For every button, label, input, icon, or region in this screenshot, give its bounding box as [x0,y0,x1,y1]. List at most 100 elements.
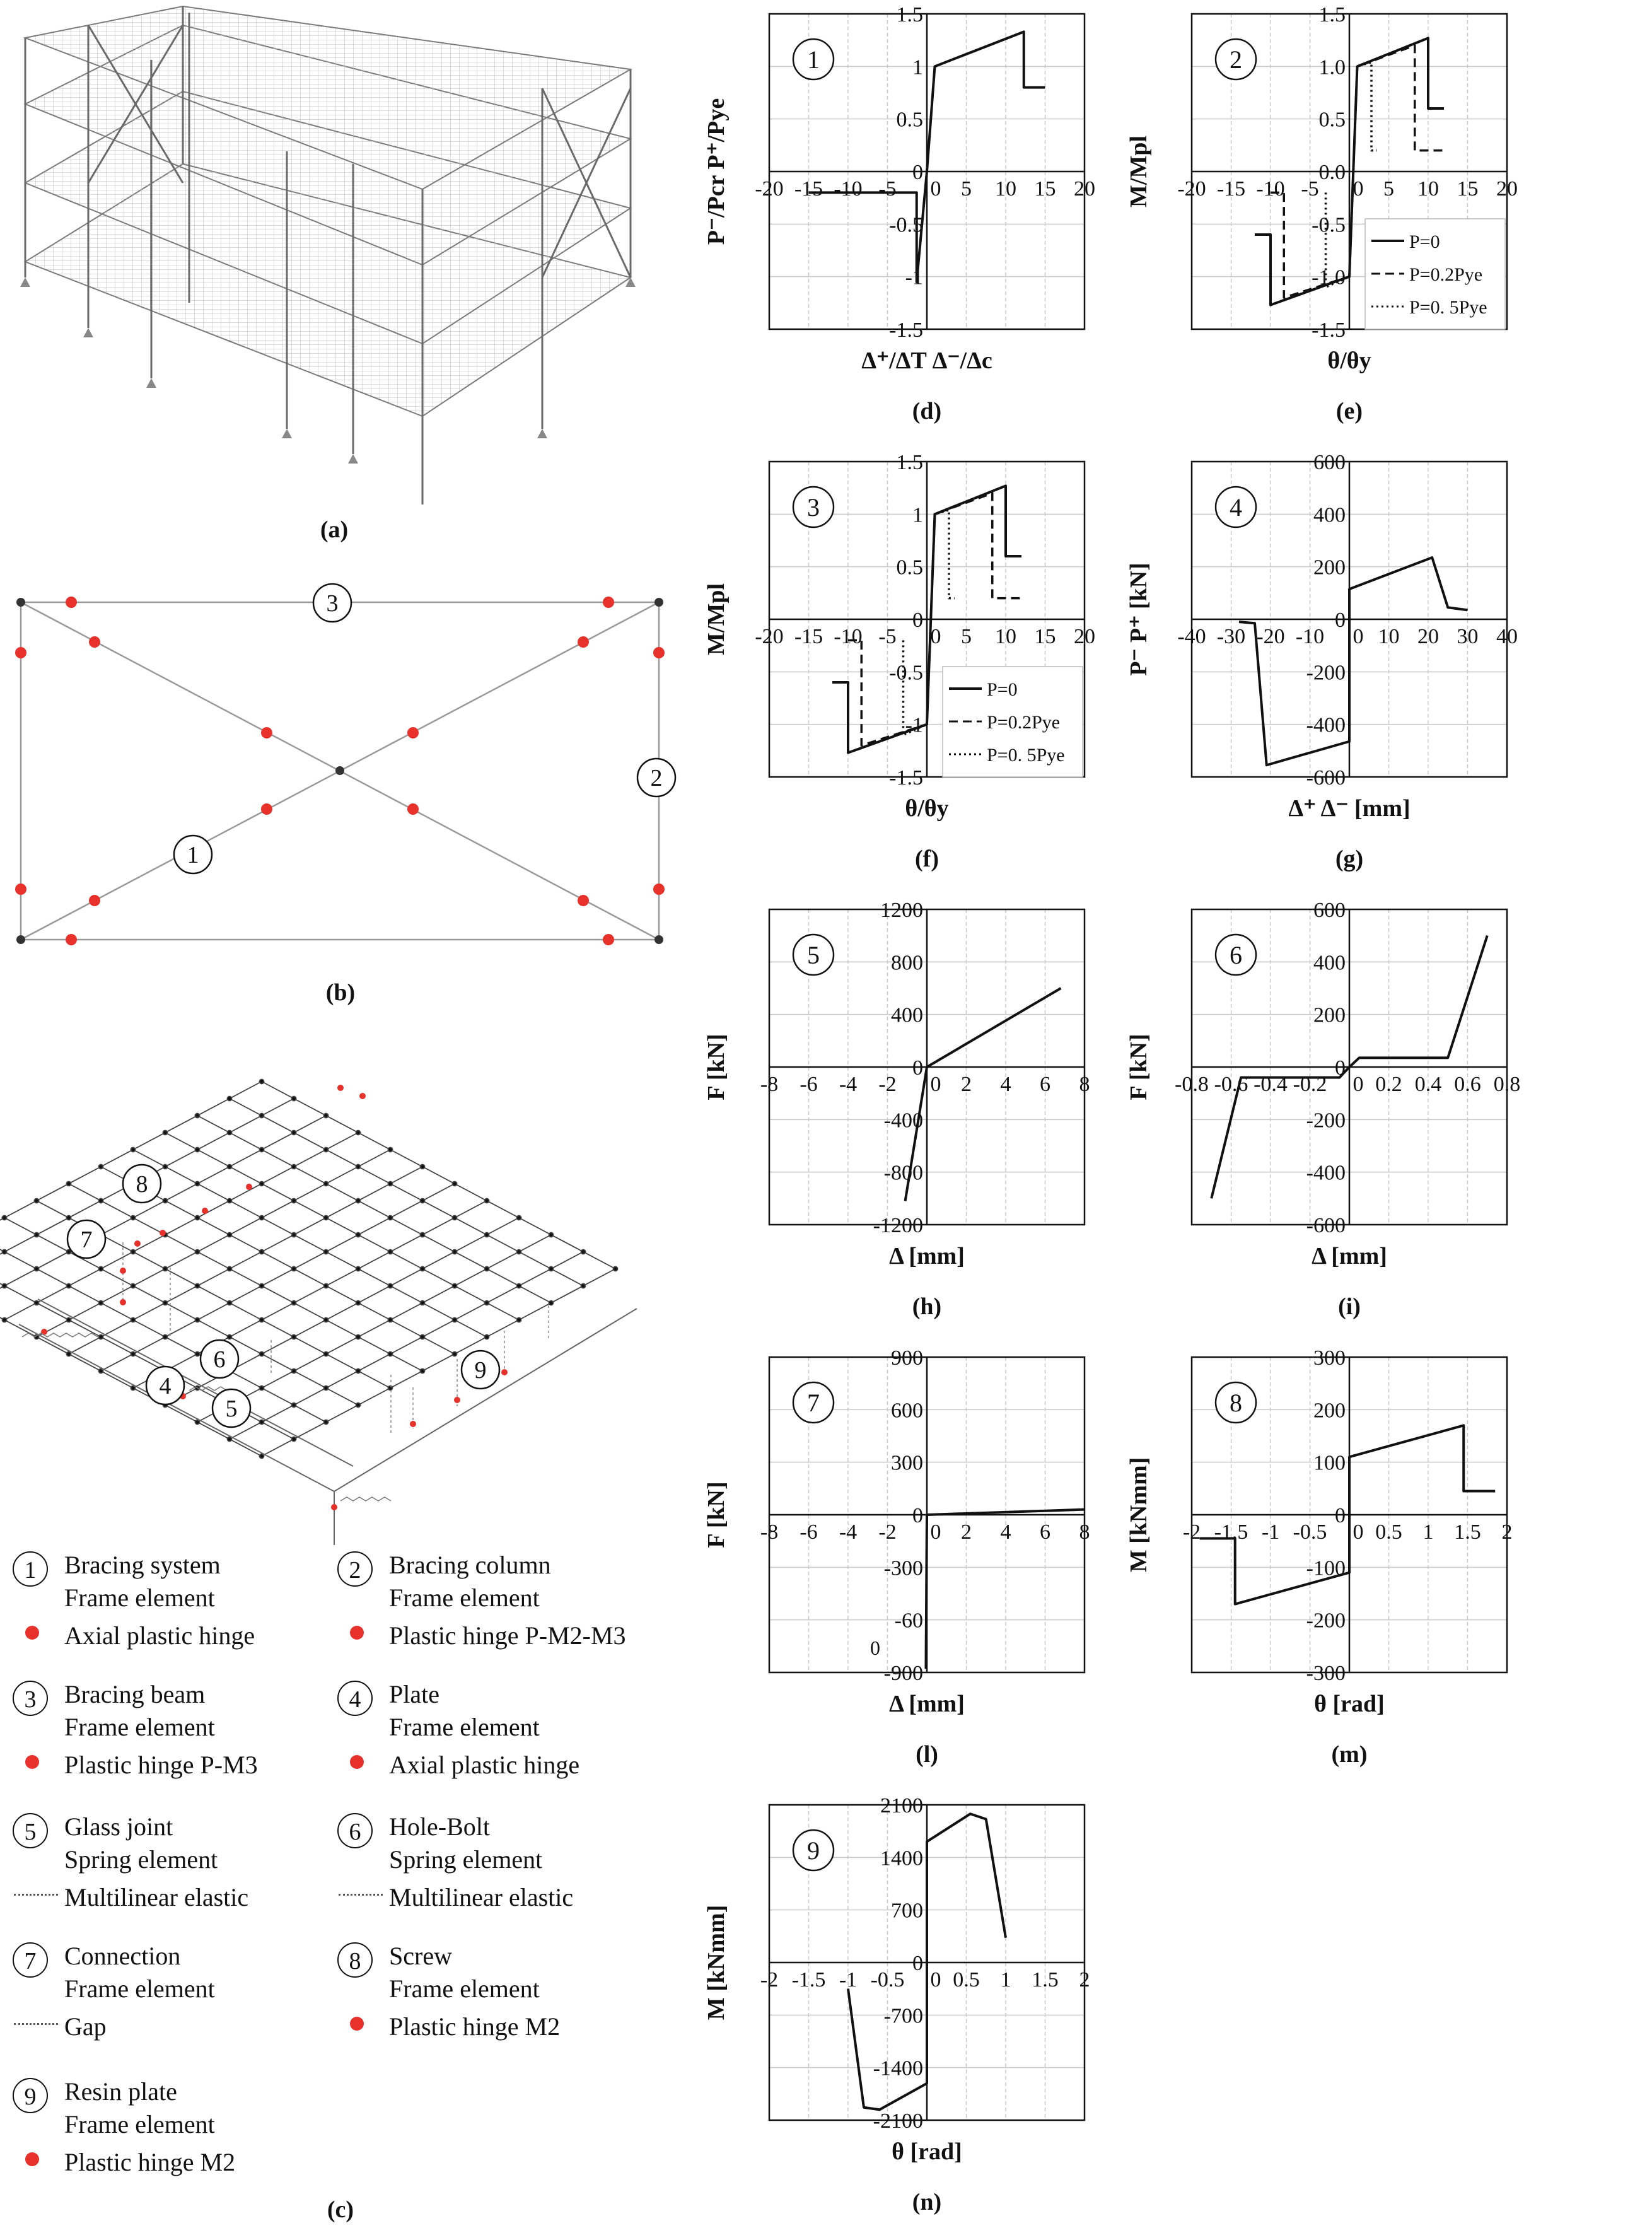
grid-node [66,1351,72,1357]
grid-node [98,1368,104,1374]
chart-badge [1214,38,1257,81]
x-tick-label: 2 [961,1073,972,1096]
legend-number: 5 [13,1813,48,1848]
chart-badge-label: 4 [1230,493,1242,522]
y-tick-label: 0 [912,161,923,184]
x-tick-label: -30 [1217,625,1245,648]
grid-line [0,1249,327,1423]
grid-line [4,1132,359,1321]
grid-line [197,1234,552,1423]
series-line-0 [808,30,1045,283]
legend-number: 9 [13,2078,48,2113]
legend-item: Plastic hinge P-M2-M3 [389,1621,626,1650]
y-tick-label: -1.5 [1312,318,1346,342]
y-axis-label: P⁻/Pcr P⁺/Pye [703,98,730,245]
y-tick-label: 1.5 [1319,3,1346,26]
x-tick-label: 5 [961,177,972,201]
x-tick-label: -1 [1262,1520,1279,1544]
legend-line2: Spring element [389,1845,543,1874]
y-tick-label: -1.0 [1312,266,1346,289]
caption-c: (c) [327,2196,354,2223]
grid-node [355,1198,361,1204]
grid-node [33,1232,40,1238]
label-4: 4 [160,1373,172,1399]
x-tick-label: -6 [800,1520,817,1544]
y-axis-label: F [kN] [1126,1034,1152,1100]
legend-label: P=0.2Pye [1409,264,1482,285]
grid-node [66,1215,72,1221]
grid-node [33,1300,40,1306]
grid-node [323,1112,329,1119]
grid-node [451,1249,458,1255]
chart-badge-label: 7 [807,1389,820,1417]
grid-node [98,1266,104,1272]
x-tick-label: 0.4 [1415,1073,1442,1096]
grid-node [355,1129,361,1136]
x-tick-label: -0.5 [871,1968,905,1992]
grid-node [484,1266,490,1272]
hinge-markers [15,597,665,945]
chart-badge [1214,1381,1257,1424]
x-tick-label: 15 [1035,177,1056,201]
red-dot-icon [350,1626,364,1640]
x-tick-label: -15 [794,177,823,201]
grid-node [194,1317,201,1323]
legend-number: 1 [13,1551,48,1587]
grid-node [194,1146,201,1153]
x-tick-label: -20 [1177,177,1206,201]
x-axis-label: θ/θy [1327,347,1371,374]
grid-node [419,1232,426,1238]
grid-node [194,1112,201,1119]
grid-node [259,1215,265,1221]
legend-number: 4 [337,1681,373,1716]
caption-n: (n) [912,2189,942,2215]
legend-line1: Resin plate [64,2077,177,2106]
grid-node [548,1266,554,1272]
grid-node [484,1334,490,1340]
y-tick-label: -1 [905,266,923,289]
grid-node [194,1215,201,1221]
grid-node [259,1419,265,1425]
x-tick-label: 2 [1079,1968,1090,1992]
grid-node [259,1181,265,1187]
legend-line2: Frame element [389,1974,540,2003]
y-tick-label: 900 [891,1346,923,1370]
x-tick-label: 0.5 [953,1968,980,1992]
series-line-0 [1238,556,1468,767]
grid-node [323,1181,329,1187]
legend-item: Plastic hinge M2 [389,2012,561,2041]
legend-label: P=0. 5Pye [1409,297,1487,318]
grid-line [165,1132,520,1321]
grid-node [387,1317,393,1323]
badge-1 [173,834,213,875]
bracing-frame-diagram: 1 2 3 [15,583,677,945]
x-tick-label: 20 [1074,177,1095,201]
grid-node [291,1300,297,1306]
grid-node [580,1249,586,1255]
x-axis-label: Δ [mm] [1312,1243,1387,1269]
x-tick-label: 8 [1079,1073,1090,1096]
grid-node [451,1351,458,1357]
spring-icon [14,1894,58,1902]
grid-node [291,1368,297,1374]
y-tick-label: -1 [905,714,923,737]
x-tick-label: -10 [1296,625,1324,648]
x-tick-label: -40 [1177,625,1206,648]
legend-line2: Frame element [64,1974,215,2003]
y-tick-label: -300 [884,1556,923,1580]
x-tick-label: -0.4 [1254,1073,1288,1096]
y-tick-label: 0.0 [1319,161,1346,184]
grid-node [194,1181,201,1187]
series-line-2 [902,508,955,737]
legend-line2: Frame element [64,2110,215,2138]
caption-g: (g) [1335,846,1364,872]
legend-number: 6 [337,1813,373,1848]
caption-a: (a) [320,516,349,543]
glass-floor-model: 4 5 6 7 8 9 [0,1078,637,1545]
grid-node [451,1215,458,1221]
